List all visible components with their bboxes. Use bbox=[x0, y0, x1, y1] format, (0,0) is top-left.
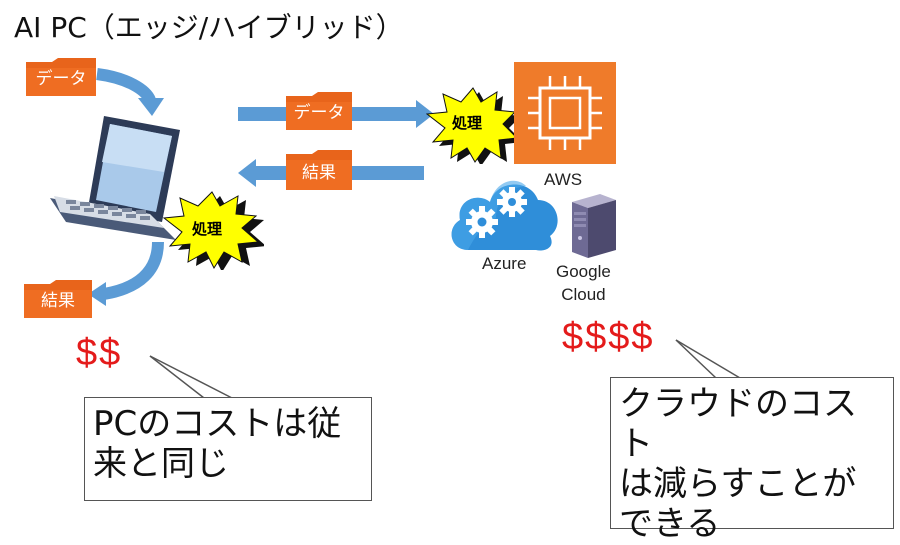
pc-processing-burst: 処理 bbox=[162, 190, 264, 270]
pc-cost: $$ bbox=[76, 332, 123, 374]
cloud-callout-pointer-2 bbox=[675, 339, 717, 379]
result-folder-output: 結果 bbox=[24, 280, 92, 318]
cloud-processing-label: 処理 bbox=[452, 114, 483, 132]
cloud-callout-line-2: は減らすことが bbox=[619, 464, 857, 504]
pc-callout-pointer-2 bbox=[149, 355, 205, 399]
cloud-callout-pointer bbox=[675, 339, 741, 379]
cloud-callout-line-1: クラウドのコスト bbox=[619, 384, 857, 464]
data-folder-input: データ bbox=[26, 58, 96, 96]
send-arrow-head bbox=[416, 100, 434, 128]
data-folder-send: データ bbox=[286, 92, 352, 130]
pc-callout-line-1: PCのコストは従 bbox=[93, 404, 342, 444]
cloud-callout-line-3: できる bbox=[619, 504, 721, 544]
data-to-pc-arrowhead bbox=[138, 98, 164, 116]
pc-cost-callout: PCのコストは従 来と同じ bbox=[84, 397, 372, 501]
pc-processing-label: 処理 bbox=[192, 220, 223, 238]
diagram-title: AI PC（エッジ/ハイブリッド） bbox=[14, 11, 404, 44]
data-folder-input-label: データ bbox=[35, 69, 87, 89]
server-tower-icon bbox=[572, 194, 616, 258]
cloud-cost: $$$$ bbox=[562, 316, 655, 358]
aws-label: AWS bbox=[544, 170, 583, 189]
google-cloud-label-line-2: Cloud bbox=[561, 285, 606, 304]
aws-chip-icon bbox=[514, 62, 616, 164]
cloud-cost-callout: クラウドのコスト は減らすことが できる bbox=[610, 377, 894, 544]
data-to-pc-arrow bbox=[96, 68, 156, 103]
return-arrow-head bbox=[238, 159, 256, 187]
pc-callout-pointer bbox=[149, 355, 233, 399]
google-cloud-label-line-1: Google bbox=[556, 262, 611, 281]
pc-to-result-arrowhead bbox=[88, 282, 106, 306]
google-cloud-label: Google Cloud bbox=[556, 260, 611, 306]
cloud-processing-burst: 処理 bbox=[426, 86, 522, 164]
azure-cloud-gears-icon bbox=[451, 180, 558, 251]
azure-label: Azure bbox=[482, 254, 527, 273]
pc-callout-line-2: 来と同じ bbox=[93, 444, 229, 484]
laptop-icon bbox=[50, 116, 180, 240]
result-folder-return: 結果 bbox=[286, 150, 352, 190]
result-folder-return-label: 結果 bbox=[302, 163, 336, 183]
result-folder-output-label: 結果 bbox=[41, 291, 75, 311]
pc-to-result-arrow bbox=[102, 241, 164, 300]
data-folder-send-label: データ bbox=[293, 103, 345, 123]
